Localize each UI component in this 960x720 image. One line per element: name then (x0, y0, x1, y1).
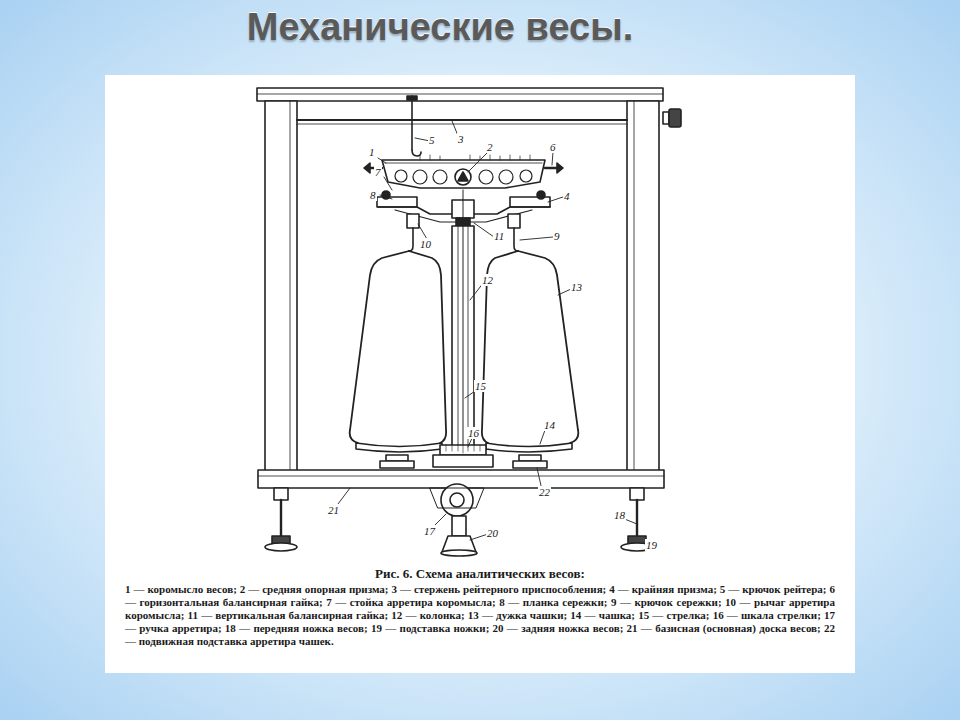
callout-number: 21 (327, 504, 340, 516)
slide-title: Механические весы. (160, 6, 720, 49)
callout-number: 14 (543, 419, 556, 431)
figure-key-text: 1 — коромысло весов; 2 — средняя опорная… (125, 583, 835, 648)
callout-number: 19 (645, 539, 658, 551)
callout-number: 10 (419, 238, 432, 250)
callout-number: 8 (369, 189, 377, 201)
callout-number: 7 (374, 166, 382, 178)
callout-number: 11 (493, 230, 505, 242)
callout-number: 22 (538, 486, 551, 498)
figure-caption: Рис. 6. Схема аналитических весов: (125, 566, 835, 581)
callout-number: 5 (428, 134, 436, 146)
callout-number: 2 (486, 141, 494, 153)
callout-number: 9 (553, 230, 561, 242)
callout-number: 4 (563, 190, 571, 202)
callout-number: 16 (467, 427, 480, 439)
callout-number: 12 (481, 274, 494, 286)
callout-number: 1 (368, 146, 376, 158)
callout-number: 18 (613, 509, 626, 521)
callout-number: 15 (474, 380, 487, 392)
callout-number: 13 (570, 281, 583, 293)
callout-number: 20 (486, 527, 499, 539)
callout-number: 17 (423, 525, 436, 537)
callout-number: 6 (549, 141, 557, 153)
callout-number: 3 (457, 133, 465, 145)
